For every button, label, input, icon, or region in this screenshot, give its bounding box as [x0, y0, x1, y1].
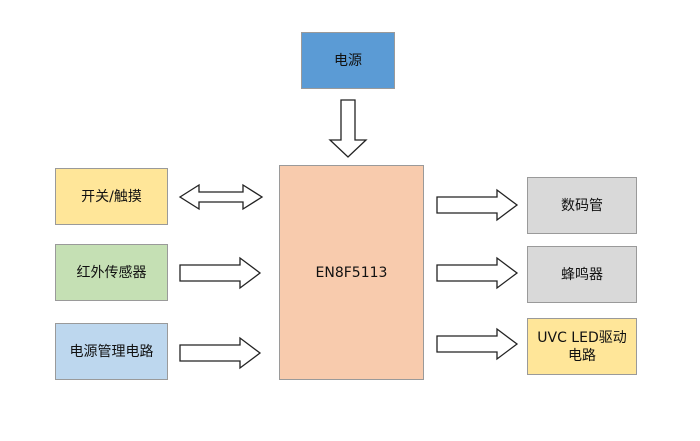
power-management-label: 电源管理电路: [69, 343, 154, 360]
arrow-mcu-to-buzzer: [436, 256, 519, 290]
ir-sensor-label: 红外传感器: [76, 264, 147, 281]
power-management-block: 电源管理电路: [55, 323, 168, 380]
segment-display-block: 数码管: [527, 177, 637, 234]
arrow-power-mgmt-to-mcu: [179, 336, 262, 370]
uvc-led-driver-block: UVC LED驱动电路: [527, 318, 637, 375]
arrow-mcu-to-uvc: [436, 327, 519, 361]
uvc-led-driver-label: UVC LED驱动电路: [537, 329, 627, 364]
arrow-mcu-to-display: [436, 188, 519, 222]
mcu-label: EN8F5113: [315, 264, 388, 281]
arrow-switch-mcu-bidirectional: [178, 183, 264, 211]
buzzer-label: 蜂鸣器: [561, 266, 603, 283]
arrow-ir-to-mcu: [179, 256, 262, 290]
power-label: 电源: [334, 52, 362, 69]
segment-display-label: 数码管: [561, 197, 603, 214]
buzzer-block: 蜂鸣器: [527, 246, 637, 303]
switch-touch-label: 开关/触摸: [81, 188, 142, 205]
ir-sensor-block: 红外传感器: [55, 244, 168, 301]
switch-touch-block: 开关/触摸: [55, 168, 168, 225]
power-block: 电源: [301, 32, 395, 89]
mcu-block: EN8F5113: [279, 165, 424, 380]
arrow-power-to-mcu: [328, 99, 368, 158]
